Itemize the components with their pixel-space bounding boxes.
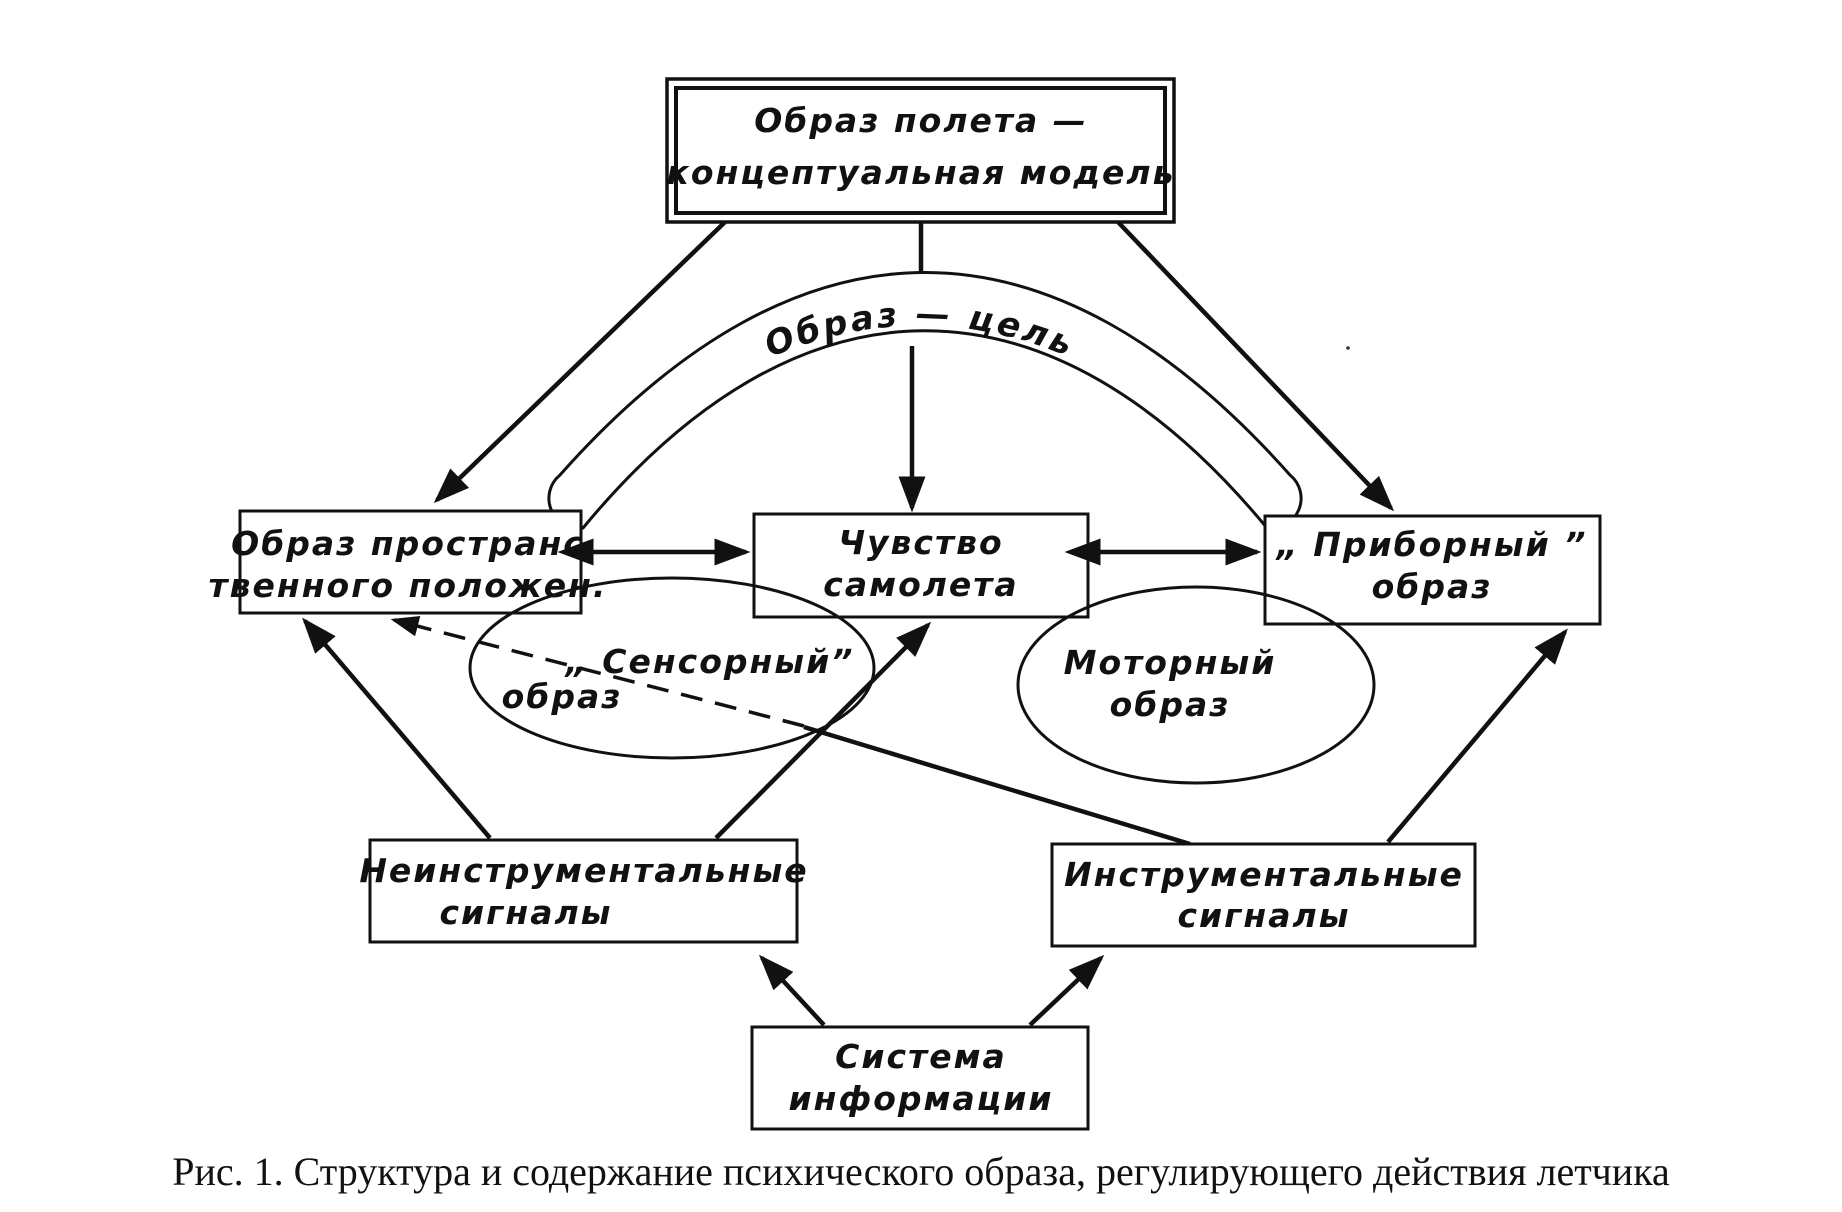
concept-model-label-1: Образ полета — [754, 101, 1088, 140]
edge-instrumental-signals-to-sensory [803, 724, 1191, 847]
instrumental-signals-label-2: сигналы [1177, 896, 1350, 935]
instrumental-signals-label-1: Инструментальные [1064, 855, 1464, 894]
sensory-image-label-1: „ Сенсорный” [563, 642, 854, 681]
spatial-image-box [238, 509, 583, 615]
noninstrumental-signals-label-1: Неинструментальные [359, 851, 808, 890]
motor-image-ellipse [1016, 585, 1376, 785]
concept-model-outer-border [665, 77, 1176, 224]
instrument-image-box [1263, 514, 1602, 626]
figure-caption: Рис. 1. Структура и содержание психическ… [172, 1149, 1670, 1194]
spatial-image-label-2: твенного положен. [209, 566, 608, 605]
instrumental-signals-box [1050, 842, 1477, 948]
aircraft-feel-label-1: Чувство [838, 523, 1003, 562]
info-system-label-1: Система [835, 1037, 1007, 1076]
concept-model-label-2: концептуальная модель [667, 153, 1176, 192]
instrument-image-label-2: образ [1372, 567, 1493, 606]
edge-noninstr-to-feel [714, 621, 932, 840]
edge-sensory-dashed-to-spatial [390, 615, 805, 728]
stray-dot [1346, 346, 1350, 350]
info-system-box [750, 1025, 1090, 1131]
motor-image-label-1: Моторный [1064, 643, 1277, 682]
edge-model-to-spatial [433, 220, 727, 504]
edge-model-to-instrument [1116, 220, 1395, 512]
info-system-label-2: информации [789, 1079, 1054, 1118]
sensory-image-label-2: образ [502, 677, 623, 716]
aircraft-feel-label-2: самолета [823, 565, 1018, 604]
edge-noninstr-to-spatial [302, 617, 492, 840]
motor-image-label-2: образ [1110, 685, 1231, 724]
spatial-image-label-1: Образ пространс [231, 524, 585, 563]
goal-arc-shape [547, 271, 1303, 530]
noninstrumental-signals-box [368, 838, 799, 944]
instrument-image-label-1: „ Приборный ” [1275, 525, 1588, 564]
noninstrumental-signals-label-2: сигналы [439, 893, 612, 932]
edge-info-to-instr [1028, 954, 1105, 1027]
edge-instr-to-instrument [1386, 628, 1568, 844]
concept-model-box [674, 86, 1167, 215]
sensory-image-ellipse [468, 576, 876, 760]
aircraft-feel-box [752, 512, 1090, 619]
edge-info-to-noninstr [758, 954, 826, 1027]
